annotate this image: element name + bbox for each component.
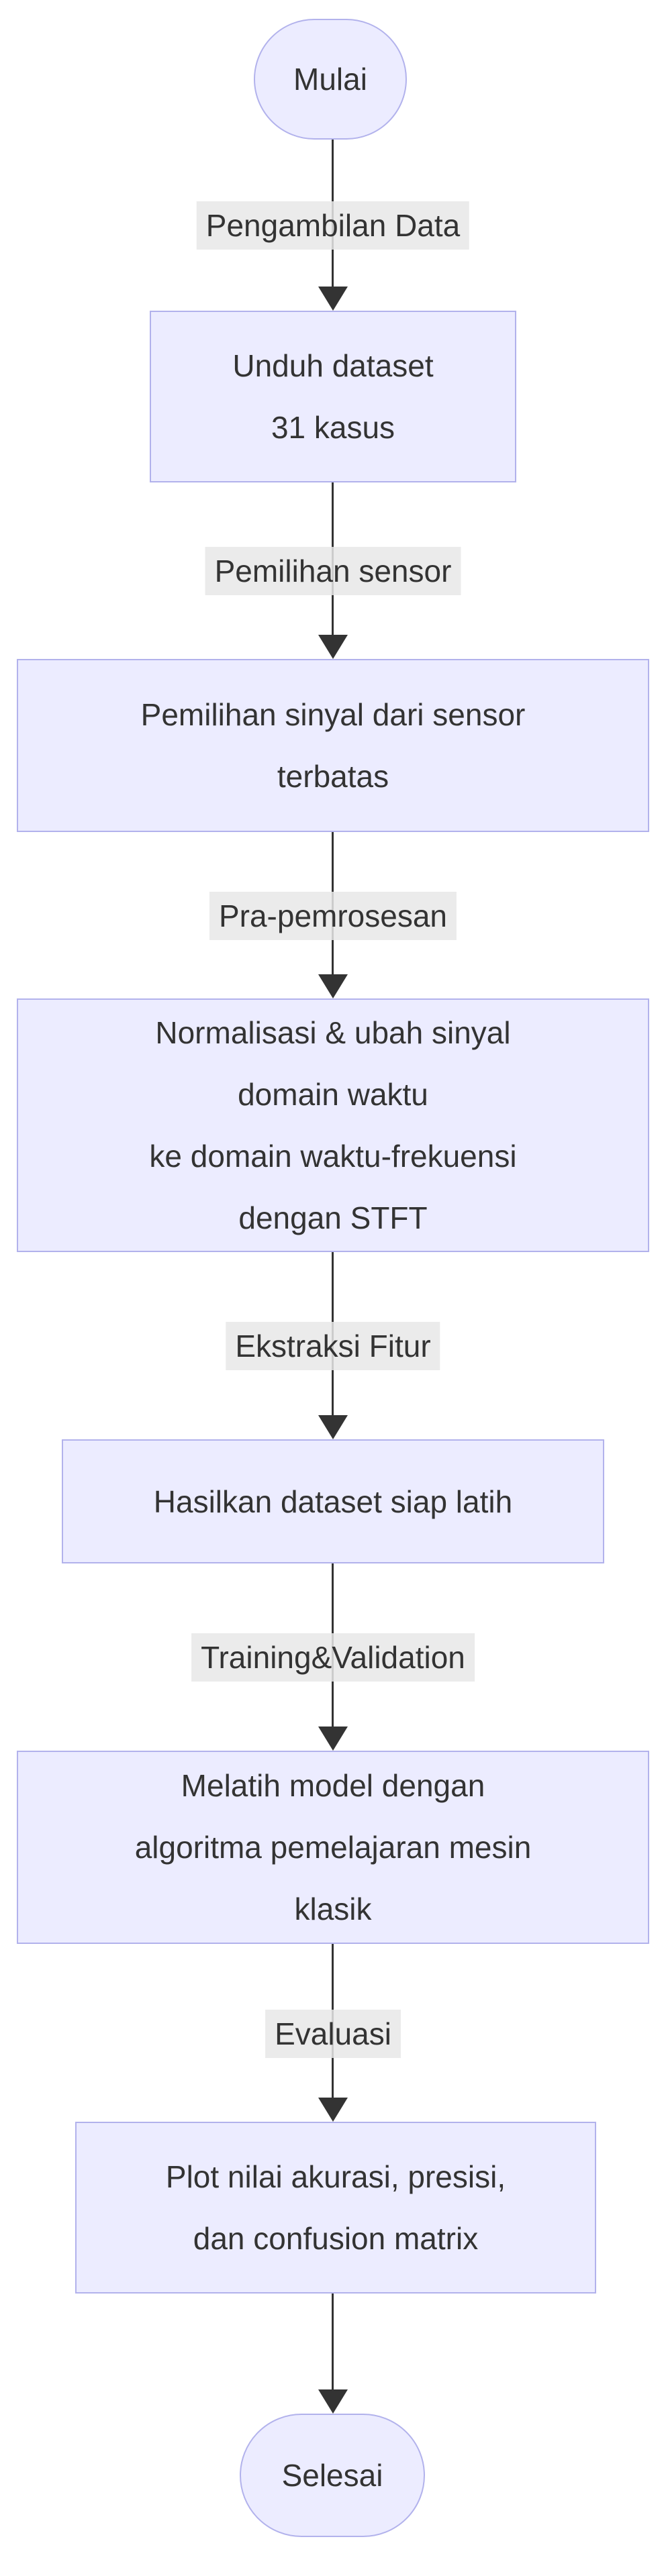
node-text-line: Hasilkan dataset siap latih — [153, 1484, 513, 1519]
node-start-label: Mulai — [293, 62, 367, 97]
node-unduh-dataset: Unduh dataset 31 kasus — [150, 311, 516, 482]
arrowhead-icon-5 — [318, 1727, 348, 1751]
edge-label-ekstraksi-fitur: Ekstraksi Fitur — [226, 1322, 440, 1370]
node-text-line: algoritma pemelajaran mesin — [134, 1830, 532, 1865]
node-text-line: ke domain waktu-frekuensi — [149, 1139, 517, 1174]
arrowhead-icon-3 — [318, 974, 348, 998]
node-normalisasi-stft: Normalisasi & ubah sinyal domain waktu k… — [17, 998, 649, 1252]
node-start: Mulai — [254, 19, 407, 140]
node-text-line: Melatih model dengan — [181, 1768, 485, 1803]
node-text-line: Pemilihan sinyal dari sensor — [140, 697, 526, 732]
node-text-line: dengan STFT — [238, 1200, 428, 1235]
node-text-line: terbatas — [277, 759, 389, 794]
node-text-line: dan confusion matrix — [193, 2221, 479, 2256]
node-end-label: Selesai — [281, 2458, 383, 2493]
edge-label-training-validation: Training&Validation — [191, 1633, 475, 1682]
node-text-line: klasik — [294, 1892, 372, 1926]
node-end: Selesai — [240, 2414, 425, 2537]
edge-label-pemilihan-sensor: Pemilihan sensor — [205, 547, 461, 595]
arrowhead-icon-6 — [318, 2098, 348, 2122]
edge-label-pra-pemrosesan: Pra-pemrosesan — [209, 892, 457, 940]
arrowhead-icon-7 — [318, 2389, 348, 2414]
node-text-line: 31 kasus — [271, 410, 395, 445]
edge-line-7 — [332, 2294, 334, 2389]
edge-label-evaluasi: Evaluasi — [265, 2010, 401, 2058]
node-plot-akurasi: Plot nilai akurasi, presisi, dan confusi… — [75, 2122, 596, 2294]
node-hasilkan-dataset: Hasilkan dataset siap latih — [62, 1439, 604, 1563]
node-text-line: Plot nilai akurasi, presisi, — [165, 2159, 506, 2194]
node-pemilihan-sinyal: Pemilihan sinyal dari sensor terbatas — [17, 659, 649, 832]
node-text-line: Normalisasi & ubah sinyal — [155, 1015, 511, 1050]
edge-label-pengambilan-data: Pengambilan Data — [196, 201, 470, 250]
node-melatih-model: Melatih model dengan algoritma pemelajar… — [17, 1751, 649, 1944]
arrowhead-icon-1 — [318, 287, 348, 311]
arrowhead-icon-4 — [318, 1415, 348, 1439]
arrowhead-icon-2 — [318, 635, 348, 659]
node-text-line: domain waktu — [238, 1077, 428, 1112]
node-text-line: Unduh dataset — [232, 348, 434, 383]
